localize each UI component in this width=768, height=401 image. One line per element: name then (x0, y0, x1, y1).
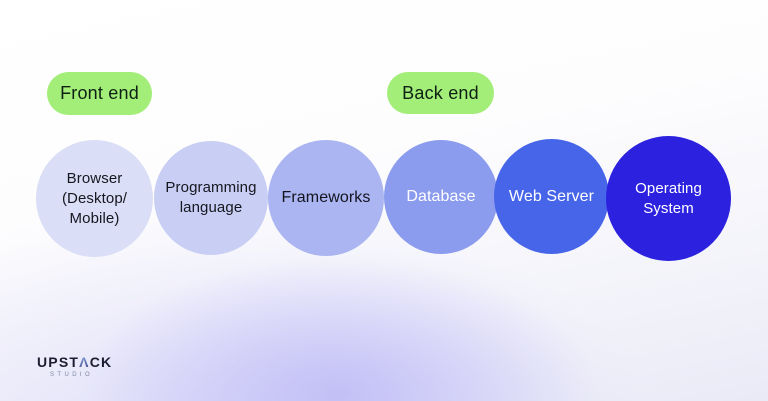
circle-frameworks: Frameworks (268, 140, 384, 256)
circle-label-line: Programming (165, 179, 257, 196)
circle-programming-language: Programming language (154, 141, 268, 255)
circle-database: Database (384, 140, 498, 254)
circle-operating-system: Operating System (606, 136, 731, 261)
circle-web-server: Web Server (494, 139, 609, 254)
logo-subtitle: STUDIO (50, 372, 94, 378)
circle-label-line: language (179, 199, 243, 216)
circle-label-line: Frameworks (281, 189, 371, 206)
circle-label-line: Operating (635, 179, 702, 197)
circle-label-line: Web Server (508, 187, 595, 205)
circle-label-line: Browser (66, 169, 123, 187)
pill-front-end: Front end (47, 72, 152, 115)
logo-caret-icon: Λ (79, 354, 90, 370)
logo-wordmark: UPSTΛCK (37, 355, 112, 370)
logo-wordmark-right: CK (89, 354, 113, 370)
circle-label-line: System (643, 199, 694, 217)
pill-back-end: Back end (387, 72, 494, 114)
logo-wordmark-left: UPST (37, 354, 80, 370)
circle-label-line: Mobile) (69, 209, 120, 227)
circle-browser: Browser (Desktop/ Mobile) (36, 140, 153, 257)
circle-label-line: Database (406, 188, 476, 205)
circle-label-line: (Desktop/ (61, 189, 128, 207)
upstack-logo: UPSTΛCK STUDIO (37, 355, 112, 379)
